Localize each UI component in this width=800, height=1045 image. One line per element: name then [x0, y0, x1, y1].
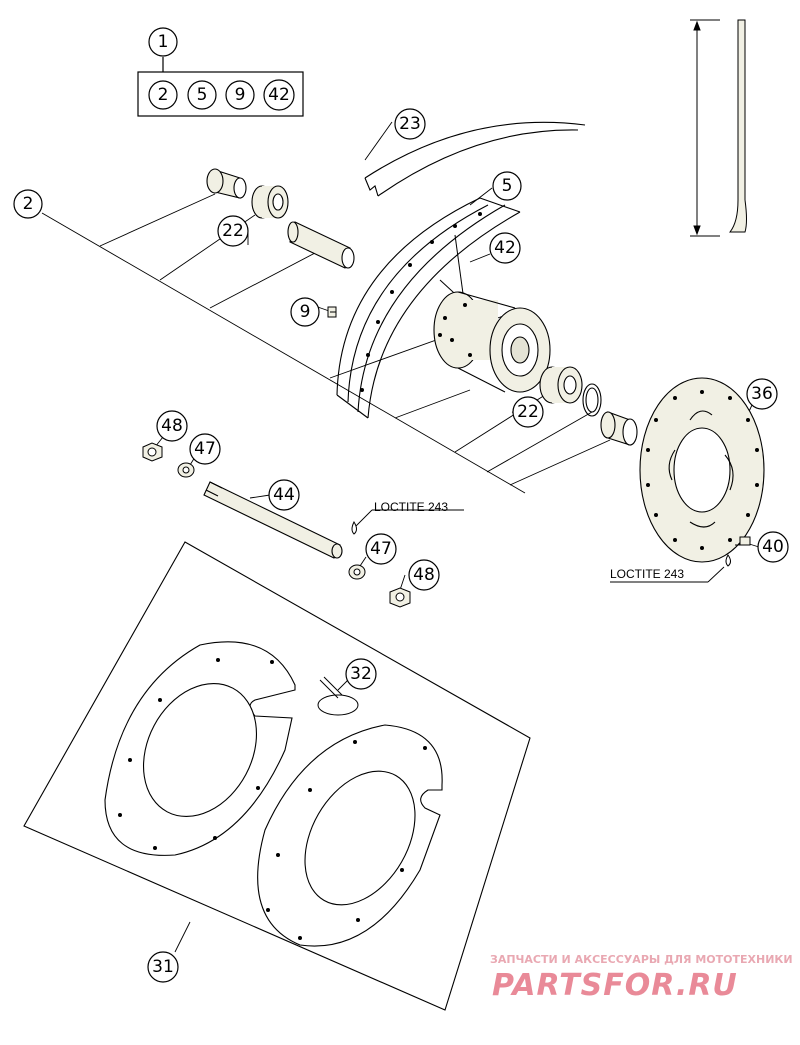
callout-9-kit: 9: [225, 80, 255, 110]
brake-disc: [639, 377, 765, 563]
svg-text:48: 48: [413, 565, 435, 585]
cable-tie: [317, 676, 359, 716]
gasket-holes: [118, 658, 427, 940]
callout-5-kit: 5: [187, 80, 217, 110]
rim: [336, 197, 521, 419]
loctite-note-disc: LOCTITE 243: [610, 567, 684, 581]
screw: [327, 306, 337, 318]
svg-text:2: 2: [158, 85, 169, 105]
svg-text:1: 1: [158, 32, 169, 52]
svg-text:42: 42: [494, 238, 516, 258]
callout-9: 9: [290, 297, 320, 327]
svg-text:32: 32: [350, 664, 372, 684]
svg-text:5: 5: [197, 85, 208, 105]
callout-32: 32: [345, 658, 377, 690]
callout-22-upper: 22: [217, 215, 249, 247]
svg-text:44: 44: [273, 485, 295, 505]
svg-text:31: 31: [152, 957, 174, 977]
callout-48-upper: 48: [156, 410, 188, 442]
callout-2: 2: [13, 189, 43, 219]
brake-disc-holes: [646, 390, 759, 550]
svg-text:9: 9: [300, 302, 311, 322]
hub: [433, 291, 551, 393]
callout-31: 31: [147, 951, 179, 983]
svg-text:40: 40: [762, 537, 784, 557]
callout-1: 1: [148, 27, 178, 57]
nut-upper: [142, 442, 163, 462]
watermark-tagline: ЗАПЧАСТИ И АКСЕССУАРЫ ДЛЯ МОТОТЕХНИКИ: [490, 953, 793, 966]
callout-44: 44: [268, 479, 300, 511]
callout-47-upper: 47: [189, 433, 221, 465]
svg-text:42: 42: [268, 85, 290, 105]
svg-text:22: 22: [222, 221, 244, 241]
svg-text:36: 36: [751, 384, 773, 404]
svg-text:23: 23: [399, 114, 421, 134]
callout-36: 36: [746, 378, 778, 410]
callout-47-lower: 47: [365, 533, 397, 565]
rim-spoke-holes: [360, 212, 482, 392]
distance-sleeve: [287, 221, 355, 269]
disc-guard-gasket-left: [104, 641, 296, 856]
svg-text:22: 22: [517, 402, 539, 422]
spacer-left: [206, 168, 247, 199]
tire: [364, 121, 586, 197]
svg-text:9: 9: [235, 85, 246, 105]
washer-lower: [348, 564, 366, 580]
wheel-axle: [203, 481, 343, 559]
callout-42-kit: 42: [263, 79, 295, 111]
callout-42: 42: [489, 232, 521, 264]
svg-text:47: 47: [370, 539, 392, 559]
bearing-lower: [539, 366, 583, 404]
callout-40: 40: [757, 531, 789, 563]
spoke-dimension-figure: [690, 19, 747, 237]
circlip: [582, 383, 602, 417]
spacer-right: [600, 411, 638, 446]
callout-48-lower: 48: [408, 559, 440, 591]
svg-text:5: 5: [502, 176, 513, 196]
washer-upper: [177, 462, 195, 478]
disc-screw: [735, 536, 751, 546]
svg-text:2: 2: [23, 194, 34, 214]
callout-5: 5: [492, 171, 522, 201]
svg-text:48: 48: [161, 416, 183, 436]
nut-lower: [389, 587, 411, 608]
callout-2-kit: 2: [148, 80, 178, 110]
svg-text:47: 47: [194, 439, 216, 459]
callout-23: 23: [394, 108, 426, 140]
disc-guard-gasket-right: [257, 724, 443, 947]
loctite-note-axle: LOCTITE 243: [374, 500, 448, 514]
disc-guard-panel: [23, 541, 531, 1011]
kit-box: [137, 57, 304, 117]
callout-22-lower: 22: [512, 396, 544, 428]
hub-holes: [438, 303, 472, 357]
loctite-drop-disc: [725, 554, 731, 567]
watermark-brand: PARTSFOR.RU: [492, 968, 738, 1003]
bearing-upper: [251, 185, 289, 219]
loctite-drop-axle: [351, 520, 357, 535]
